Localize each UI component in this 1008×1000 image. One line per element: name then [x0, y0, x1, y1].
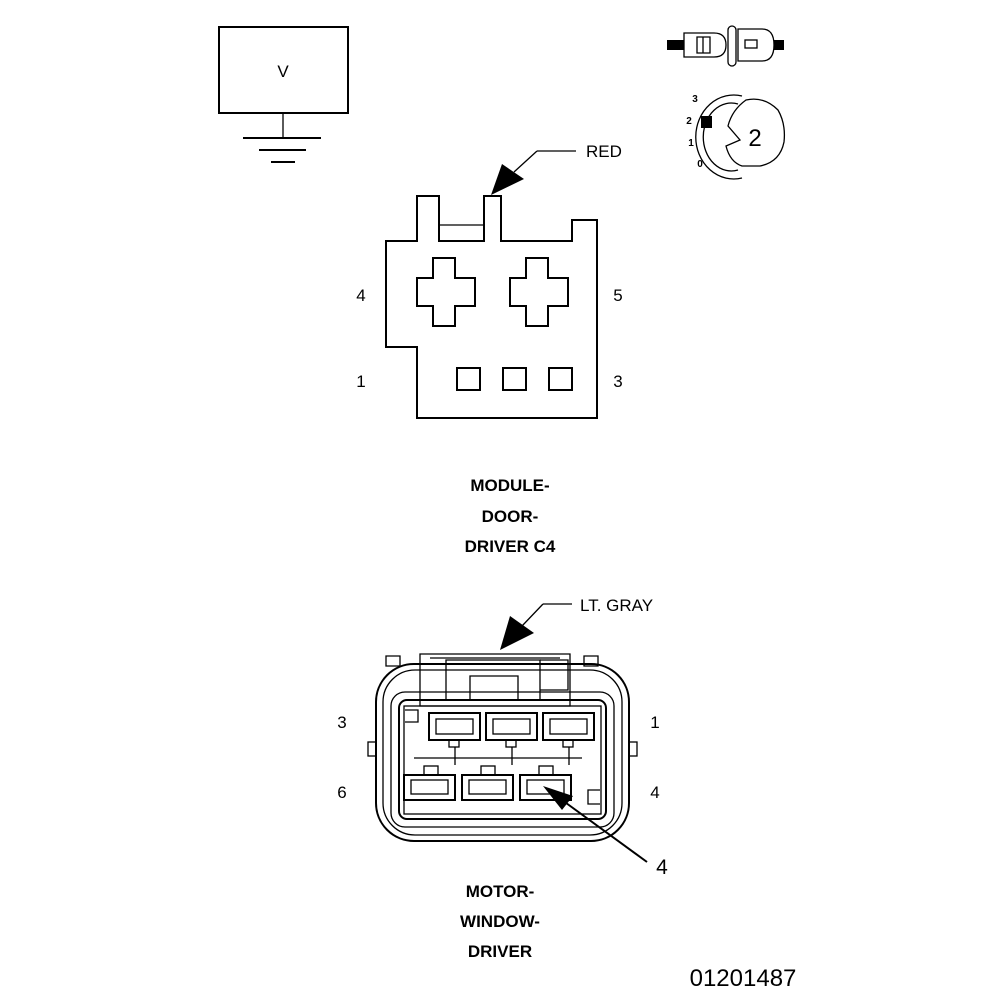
connector-c4-name-line-2: DOOR- — [482, 507, 539, 526]
voltmeter: V — [218, 26, 349, 163]
pin-label-3: 3 — [337, 713, 346, 732]
probe-scale-2: 2 — [686, 116, 692, 127]
pin-cavity-1 — [456, 367, 481, 391]
pin-label-3: 3 — [613, 372, 622, 391]
connector-c4-name-line-3: DRIVER C4 — [465, 537, 556, 556]
ground-symbol-icon — [243, 137, 321, 163]
pin-label-5: 5 — [613, 286, 622, 305]
pin-cavity-2 — [485, 712, 538, 748]
pin-label-6: 6 — [337, 783, 346, 802]
connector-motor-name-line-3: DRIVER — [468, 942, 532, 961]
pin-cavity-3 — [548, 367, 573, 391]
arrow-icon — [491, 164, 524, 195]
figure-id: 01201487 — [690, 965, 797, 992]
connector-c4-color-label: RED — [586, 142, 622, 161]
connector-c4-name-line-1: MODULE- — [470, 476, 549, 495]
probe-setting-label: 2 — [748, 125, 761, 152]
pin-cavity-5 — [461, 765, 514, 801]
connector-motor-color-label: LT. GRAY — [580, 596, 653, 615]
pin-label-4: 4 — [356, 286, 365, 305]
probe-scale-1: 1 — [688, 138, 694, 149]
arrow-icon — [500, 616, 534, 650]
pin-label-1: 1 — [650, 713, 659, 732]
arrow-icon — [543, 786, 573, 810]
pin-label-1: 1 — [356, 372, 365, 391]
pin-cavity-2 — [502, 367, 527, 391]
connector-motor-name-line-2: WINDOW- — [460, 912, 540, 931]
probe-scale-0: 0 — [697, 159, 703, 170]
test-probe-icon — [667, 25, 784, 67]
connector-c4: RED 4 5 1 3 MODULE- DOOR- DRIVER C4 — [356, 142, 622, 556]
pin-cavity-6 — [403, 765, 456, 801]
pin-cavity-4 — [416, 257, 476, 327]
probe-selector-icon: 3 2 1 0 2 — [686, 94, 786, 180]
pin-label-4: 4 — [650, 783, 659, 802]
connector-motor-name-line-1: MOTOR- — [466, 882, 535, 901]
pin-cavity-4 — [519, 765, 572, 801]
connector-motor-window-driver: LT. GRAY — [337, 596, 668, 961]
pin-cavity-5 — [509, 257, 569, 327]
pin-cavity-3 — [428, 712, 481, 748]
callout-label: 4 — [656, 856, 668, 879]
pin-cavity-1 — [542, 712, 595, 748]
voltmeter-symbol: V — [277, 62, 289, 81]
probe-scale-3: 3 — [692, 94, 698, 105]
